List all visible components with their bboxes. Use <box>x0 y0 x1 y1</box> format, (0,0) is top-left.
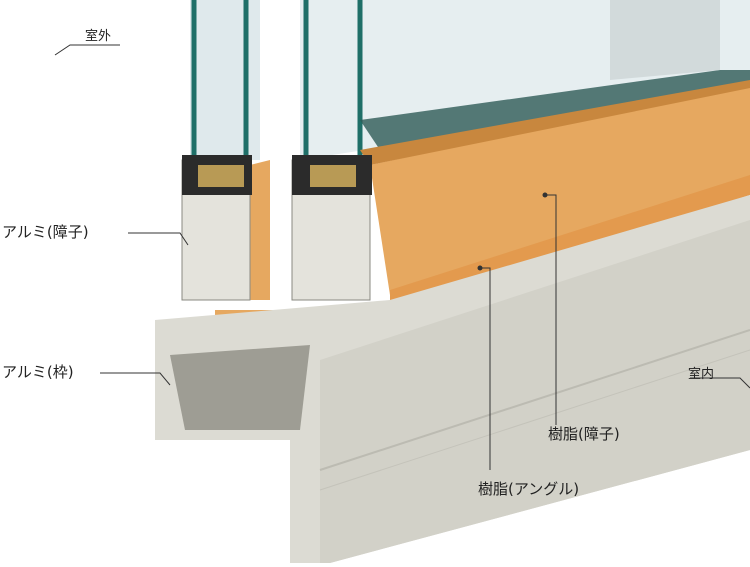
glass-frame-strip <box>360 70 750 150</box>
leader-alu-sash <box>128 232 189 246</box>
dot-resin-sash <box>542 192 548 198</box>
label-alu-sash: アルミ(障子) <box>2 223 89 241</box>
resin-sash-top <box>360 80 750 165</box>
leader-resin-sash <box>545 194 557 425</box>
resin-left-face <box>250 160 270 300</box>
leader-indoor <box>690 377 750 389</box>
label-resin-angle: 樹脂(アングル) <box>478 480 580 498</box>
leader-resin-angle <box>480 267 491 470</box>
glass-frame-gray <box>610 0 720 80</box>
label-alu-frame: アルミ(枠) <box>2 363 74 381</box>
label-indoor: 室内 <box>688 367 715 382</box>
leader-alu-frame <box>100 372 171 386</box>
alu-frame-groove-2 <box>319 349 750 491</box>
leader-outdoor <box>54 44 120 56</box>
spacer-right <box>310 165 356 187</box>
alu-frame-slot <box>170 345 310 430</box>
alu-frame-groove <box>319 329 750 471</box>
alu-frame-face <box>320 220 750 563</box>
glass-pane-outer <box>190 0 260 160</box>
label-resin-sash: 樹脂(障子) <box>548 425 620 443</box>
resin-sash-face <box>370 85 750 295</box>
dot-resin-angle <box>477 265 483 271</box>
spacer-left <box>198 165 244 187</box>
resin-angle <box>390 175 750 305</box>
label-outdoor: 室外 <box>85 29 112 44</box>
